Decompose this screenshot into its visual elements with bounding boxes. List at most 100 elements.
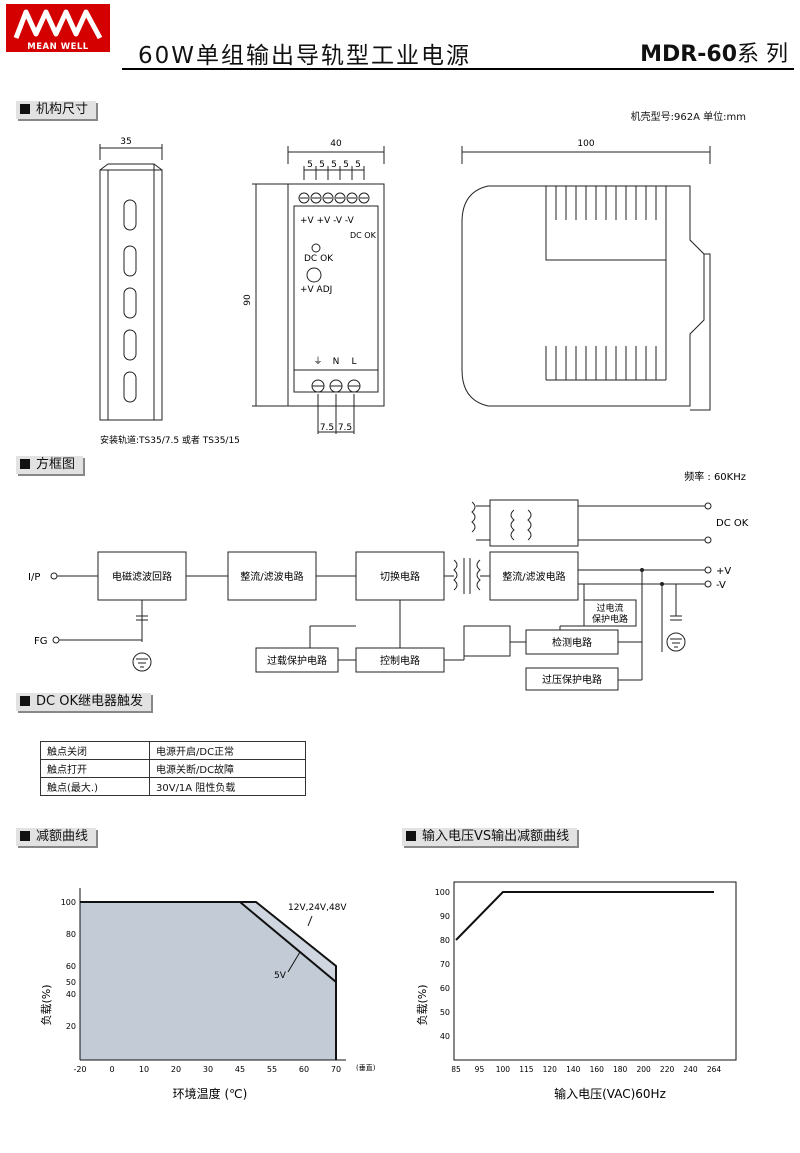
output-terminal-label: +V +V -V -V: [300, 216, 355, 226]
emi-filter-block: [97, 551, 187, 601]
side-depth-label: 100: [577, 139, 594, 149]
x-tick-label: -20: [73, 1065, 86, 1074]
relay-table: 触点关闭电源开启/DC正常 触点打开电源关断/DC故障 触点(最大.)30V/1…: [40, 741, 306, 796]
ground-icon: [132, 615, 686, 672]
table-cell: 触点关闭: [40, 741, 150, 760]
minus-v-label: -V: [716, 580, 726, 591]
ip-label: I/P: [28, 572, 40, 583]
dc-ok-contact-label: DC OK: [350, 231, 377, 240]
pitch-bottom-label: 7.5: [338, 423, 352, 433]
rectifier-filter-label: 整流/滤波电路: [240, 570, 303, 583]
series-label-12v-leader: [307, 915, 313, 927]
detection-label: 检测电路: [552, 636, 592, 649]
derating-x-unit-note: (垂直): [356, 1063, 376, 1072]
input-derating-y-label: 负载(%): [415, 984, 429, 1025]
section-mechanical: 机构尺寸: [16, 101, 97, 119]
x-tick-label: 264: [707, 1065, 722, 1074]
bullet-square-icon: [20, 459, 30, 469]
ovp-label: 过压保护电路: [542, 673, 602, 686]
pitch-label: 5: [307, 160, 313, 170]
pitch-label: 5: [331, 160, 337, 170]
switching-block: [355, 551, 445, 601]
control-label: 控制电路: [380, 654, 420, 667]
x-tick-label: 60: [299, 1065, 309, 1074]
frequency-label: 频率 : 60KHz: [684, 470, 746, 483]
x-tick-label: 20: [171, 1065, 181, 1074]
dc-ok-led-label: DC OK: [304, 254, 334, 264]
table-cell: 触点打开: [40, 759, 150, 778]
x-tick-label: 120: [543, 1065, 558, 1074]
height-label: 90: [243, 294, 253, 306]
table-row: 触点关闭电源开启/DC正常: [40, 741, 306, 760]
series-label-5v: 5V: [274, 971, 287, 981]
series-suffix: 系 列: [737, 42, 788, 67]
junction-dots: [640, 568, 664, 586]
x-tick-label: 140: [566, 1065, 581, 1074]
x-tick-label: 200: [636, 1065, 651, 1074]
pitch-bottom-label: 7.5: [320, 423, 334, 433]
side-view: [461, 146, 711, 411]
input-derating-x-label: 输入电压(VAC)60Hz: [554, 1086, 666, 1101]
y-tick-label: 70: [440, 960, 450, 969]
pitch-label: 5: [343, 160, 349, 170]
plus-v-label: +V: [716, 566, 731, 577]
y-tick-label: 100: [435, 888, 450, 897]
table-cell: 电源开启/DC正常: [149, 741, 306, 760]
y-tick-label: 40: [440, 1032, 450, 1041]
x-tick-label: 220: [660, 1065, 675, 1074]
pitch-label: 5: [319, 160, 325, 170]
section-input-derating: 输入电压VS输出减额曲线: [402, 828, 578, 846]
block-diagram-lines: [56, 505, 706, 681]
ocp-label-line2: 保护电路: [592, 613, 628, 625]
ocp-label-line1: 过电流: [596, 602, 623, 614]
x-tick-label: 240: [683, 1065, 698, 1074]
bullet-square-icon: [20, 696, 30, 706]
table-cell: 触点(最大.): [40, 777, 150, 796]
x-tick-label: 0: [109, 1065, 114, 1074]
series-name: MDR-60系 列: [640, 36, 788, 68]
bullet-square-icon: [20, 831, 30, 841]
bullet-square-icon: [20, 104, 30, 114]
series-label-5v-leader: [287, 951, 301, 973]
y-tick-label: 50: [66, 978, 76, 987]
case-info: 机壳型号:962A 单位:mm: [630, 112, 746, 123]
x-tick-label: 180: [613, 1065, 628, 1074]
dc-ok-relay-block: [489, 499, 579, 547]
header-rule: [122, 68, 794, 70]
ocp-block: [583, 599, 637, 627]
series-label-12v-24v-48v: 12V,24V,48V: [288, 903, 347, 913]
front-width-label: 40: [330, 139, 342, 149]
control-block: [355, 647, 445, 673]
transformer-icon: [453, 501, 532, 594]
derating-area-fill-5v: [80, 902, 336, 1060]
x-tick-label: 45: [235, 1065, 245, 1074]
terminal-icons: [50, 502, 712, 644]
mechanical-drawing: 35 安装轨道:TS35/7.5 或者 TS35/15 40 5 5 5 5 5…: [99, 137, 711, 446]
series-line: [455, 891, 714, 941]
bullet-square-icon: [406, 831, 416, 841]
olp-label: 过载保护电路: [267, 654, 327, 667]
x-tick-label: 100: [496, 1065, 511, 1074]
x-tick-label: 55: [267, 1065, 277, 1074]
table-cell: 30V/1A 阻性负载: [149, 777, 306, 796]
ovp-block: [525, 667, 619, 691]
x-tick-label: 95: [475, 1065, 485, 1074]
series-model: MDR-60: [640, 42, 737, 67]
block-diagram: 频率 : 60KHz: [28, 470, 749, 691]
secondary-rectifier-label: 整流/滤波电路: [502, 570, 565, 583]
table-row: 触点打开电源关断/DC故障: [40, 759, 306, 778]
fg-label: FG: [34, 636, 48, 647]
y-tick-label: 100: [61, 898, 76, 907]
x-tick-label: 10: [139, 1065, 149, 1074]
y-tick-label: 80: [440, 936, 450, 945]
section-dc-ok-relay: DC OK继电器触发: [16, 693, 151, 711]
vadj-label: +V ADJ: [300, 285, 332, 295]
logo-text: MEAN WELL: [10, 42, 106, 52]
rail-side-view: [99, 144, 163, 421]
plot-frame: [453, 881, 737, 1061]
y-tick-label: 60: [440, 984, 450, 993]
table-row: 触点(最大.)30V/1A 阻性负载: [40, 777, 306, 796]
x-tick-label: 30: [203, 1065, 213, 1074]
detection-block: [525, 629, 619, 655]
